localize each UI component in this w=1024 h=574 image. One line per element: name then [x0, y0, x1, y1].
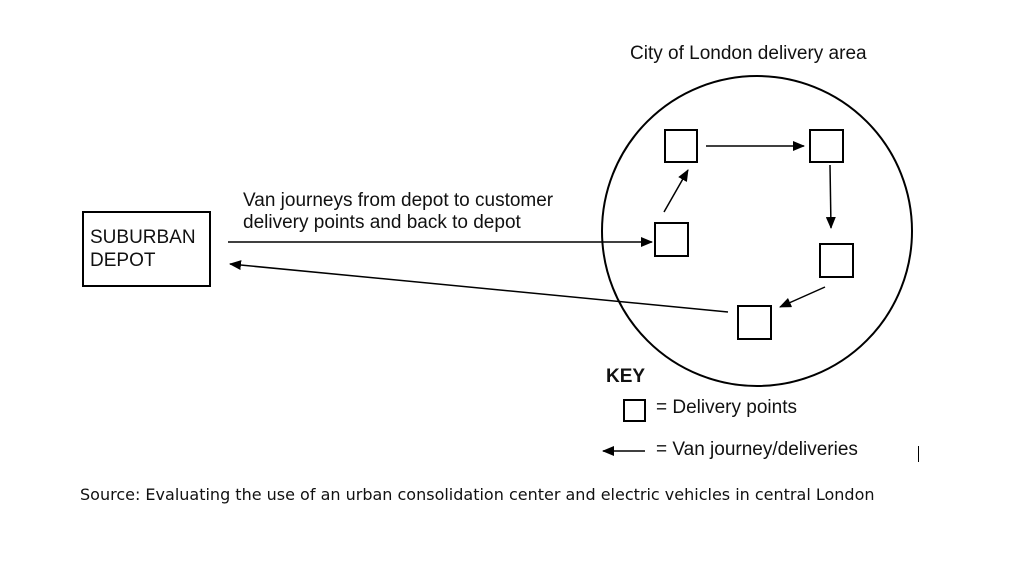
delivery-point: [664, 129, 698, 163]
delivery-area-circle: [601, 75, 913, 387]
delivery-point: [654, 222, 689, 257]
key-delivery-point-symbol: [623, 399, 646, 422]
key-van-journey-label: = Van journey/deliveries: [656, 439, 858, 460]
text-cursor: [918, 446, 919, 462]
route-arrow: [663, 169, 689, 213]
return-arrow: [229, 260, 729, 313]
delivery-point: [737, 305, 772, 340]
depot-box: [82, 211, 211, 287]
route-arrow: [779, 286, 826, 308]
route-arrow: [825, 164, 836, 229]
delivery-point: [819, 243, 854, 278]
depot-label: SUBURBAN DEPOT: [90, 227, 196, 271]
route-label: Van journeys from depot to customer deli…: [243, 190, 554, 233]
delivery-area-title: City of London delivery area: [630, 43, 867, 64]
key-title: KEY: [606, 366, 646, 387]
key-delivery-points-label: = Delivery points: [656, 397, 797, 418]
source-caption: Source: Evaluating the use of an urban c…: [80, 485, 875, 504]
delivery-point: [809, 129, 844, 163]
